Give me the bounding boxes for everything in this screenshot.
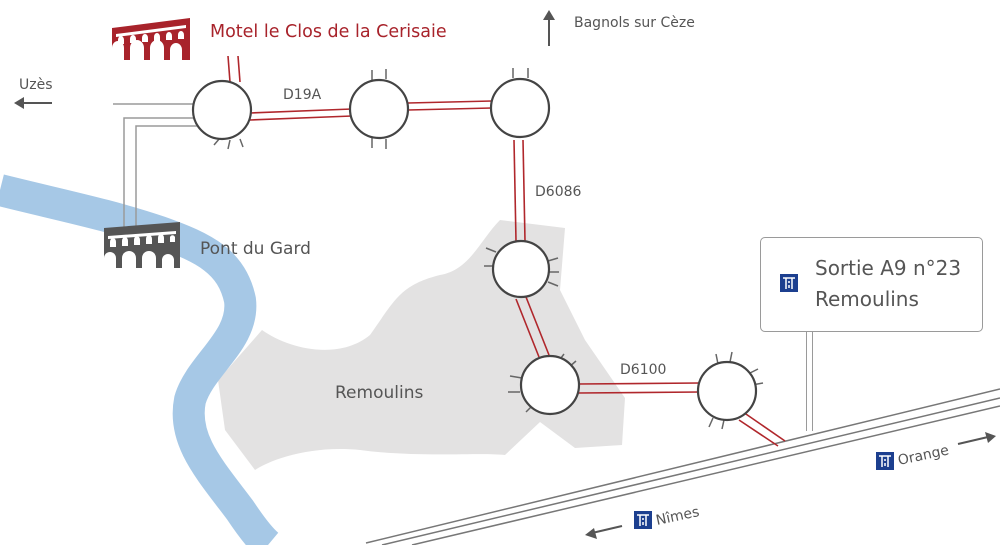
aqueduct-red-icon bbox=[112, 18, 190, 60]
gray-roads bbox=[113, 103, 198, 228]
label-orange: Orange bbox=[897, 443, 951, 469]
exit-sign: Sortie A9 n°23 Remoulins bbox=[760, 237, 983, 332]
arrow-left-icon bbox=[585, 525, 623, 539]
label-d6086: D6086 bbox=[535, 184, 582, 200]
arrow-right-icon bbox=[957, 432, 996, 445]
label-uzes: Uzès bbox=[19, 77, 53, 93]
label-remoulins: Remoulins bbox=[335, 383, 423, 403]
arrow-up-icon bbox=[543, 10, 555, 46]
roundabout-6 bbox=[696, 360, 758, 422]
label-bagnols: Bagnols sur Cèze bbox=[574, 15, 695, 31]
highway-a9 bbox=[365, 388, 1000, 545]
label-d6100: D6100 bbox=[620, 362, 666, 378]
sign-line-town: Remoulins bbox=[815, 287, 919, 311]
river bbox=[0, 174, 279, 545]
roundabout-4 bbox=[491, 239, 551, 299]
motel-name: Motel le Clos de la Cerisaie bbox=[210, 22, 447, 42]
roundabout-5 bbox=[519, 354, 581, 416]
motorway-icon bbox=[634, 511, 652, 529]
motorway-icon bbox=[876, 452, 894, 470]
label-d19a: D19A bbox=[283, 87, 322, 103]
sign-line-exit: Sortie A9 n°23 bbox=[815, 256, 962, 280]
route-red bbox=[227, 55, 786, 447]
roundabouts bbox=[191, 77, 758, 422]
aqueduct-gray-icon bbox=[104, 222, 180, 268]
roundabout-3 bbox=[489, 77, 551, 139]
label-nimes: Nîmes bbox=[655, 504, 701, 529]
roundabout-1 bbox=[191, 79, 253, 141]
arrow-left-icon bbox=[14, 97, 52, 109]
sign-post bbox=[806, 331, 813, 431]
roundabout-2 bbox=[348, 78, 410, 140]
motorway-icon bbox=[780, 274, 798, 292]
label-pont-du-gard: Pont du Gard bbox=[200, 239, 311, 259]
